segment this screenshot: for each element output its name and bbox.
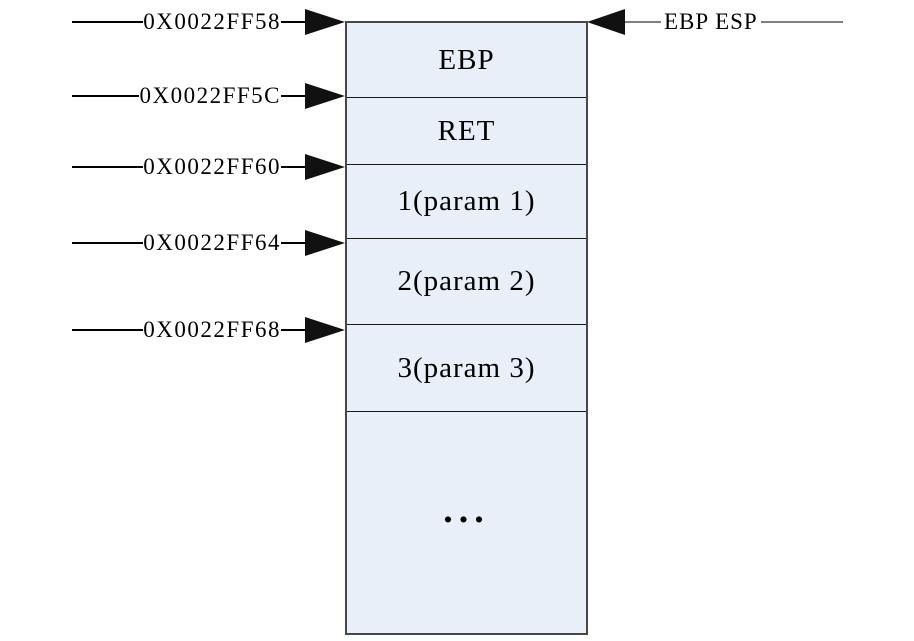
pointer-line — [760, 21, 843, 23]
address-line — [72, 329, 144, 331]
stack-cell-ret: RET — [347, 98, 586, 165]
address-line — [72, 21, 144, 23]
address-pointer-row: 0X0022FF68 — [72, 317, 345, 343]
address-label: 0X0022FF60 — [143, 154, 281, 179]
stack-cell-label: EBP — [438, 43, 495, 76]
ebp-esp-pointer-row: EBP ESP — [587, 9, 843, 35]
address-pointer-row: 0X0022FF64 — [72, 230, 345, 256]
stack-cell-label: 1(param 1) — [397, 185, 536, 217]
address-label: 0X0022FF58 — [143, 9, 281, 34]
address-line — [281, 166, 305, 168]
stack-cell-label: 3(param 3) — [397, 351, 536, 384]
stack-box: EBP RET 1(param 1) 2(param 2) 3(param 3)… — [345, 21, 588, 635]
stack-cell-param2: 2(param 2) — [347, 239, 586, 325]
arrow-right-icon — [305, 9, 345, 35]
arrow-left-icon — [587, 9, 625, 35]
arrow-right-icon — [305, 83, 345, 109]
address-line — [281, 21, 305, 23]
address-label: 0X0022FF5C — [139, 83, 281, 108]
stack-cell-param1: 1(param 1) — [347, 165, 586, 239]
address-line — [281, 329, 305, 331]
stack-cell-param3: 3(param 3) — [347, 325, 586, 412]
address-pointer-row: 0X0022FF5C — [72, 83, 345, 109]
address-pointer-row: 0X0022FF60 — [72, 154, 345, 180]
stack-cell-label: 2(param 2) — [397, 265, 536, 297]
address-line — [72, 166, 144, 168]
address-label: 0X0022FF68 — [143, 317, 281, 342]
address-line — [72, 242, 144, 244]
stack-cell-label: RET — [437, 114, 496, 147]
address-line — [281, 95, 305, 97]
arrow-right-icon — [305, 230, 345, 256]
address-line — [72, 95, 140, 97]
address-pointer-row: 0X0022FF58 — [72, 9, 345, 35]
arrow-right-icon — [305, 154, 345, 180]
ellipsis-label: ... — [443, 488, 490, 531]
stack-cell-ebp: EBP — [347, 23, 586, 98]
stack-cell-ellipsis: ... — [347, 412, 586, 633]
pointer-line — [625, 21, 661, 23]
arrow-right-icon — [305, 317, 345, 343]
address-label: 0X0022FF64 — [143, 230, 281, 255]
address-line — [281, 242, 305, 244]
pointer-label: EBP ESP — [664, 9, 758, 34]
